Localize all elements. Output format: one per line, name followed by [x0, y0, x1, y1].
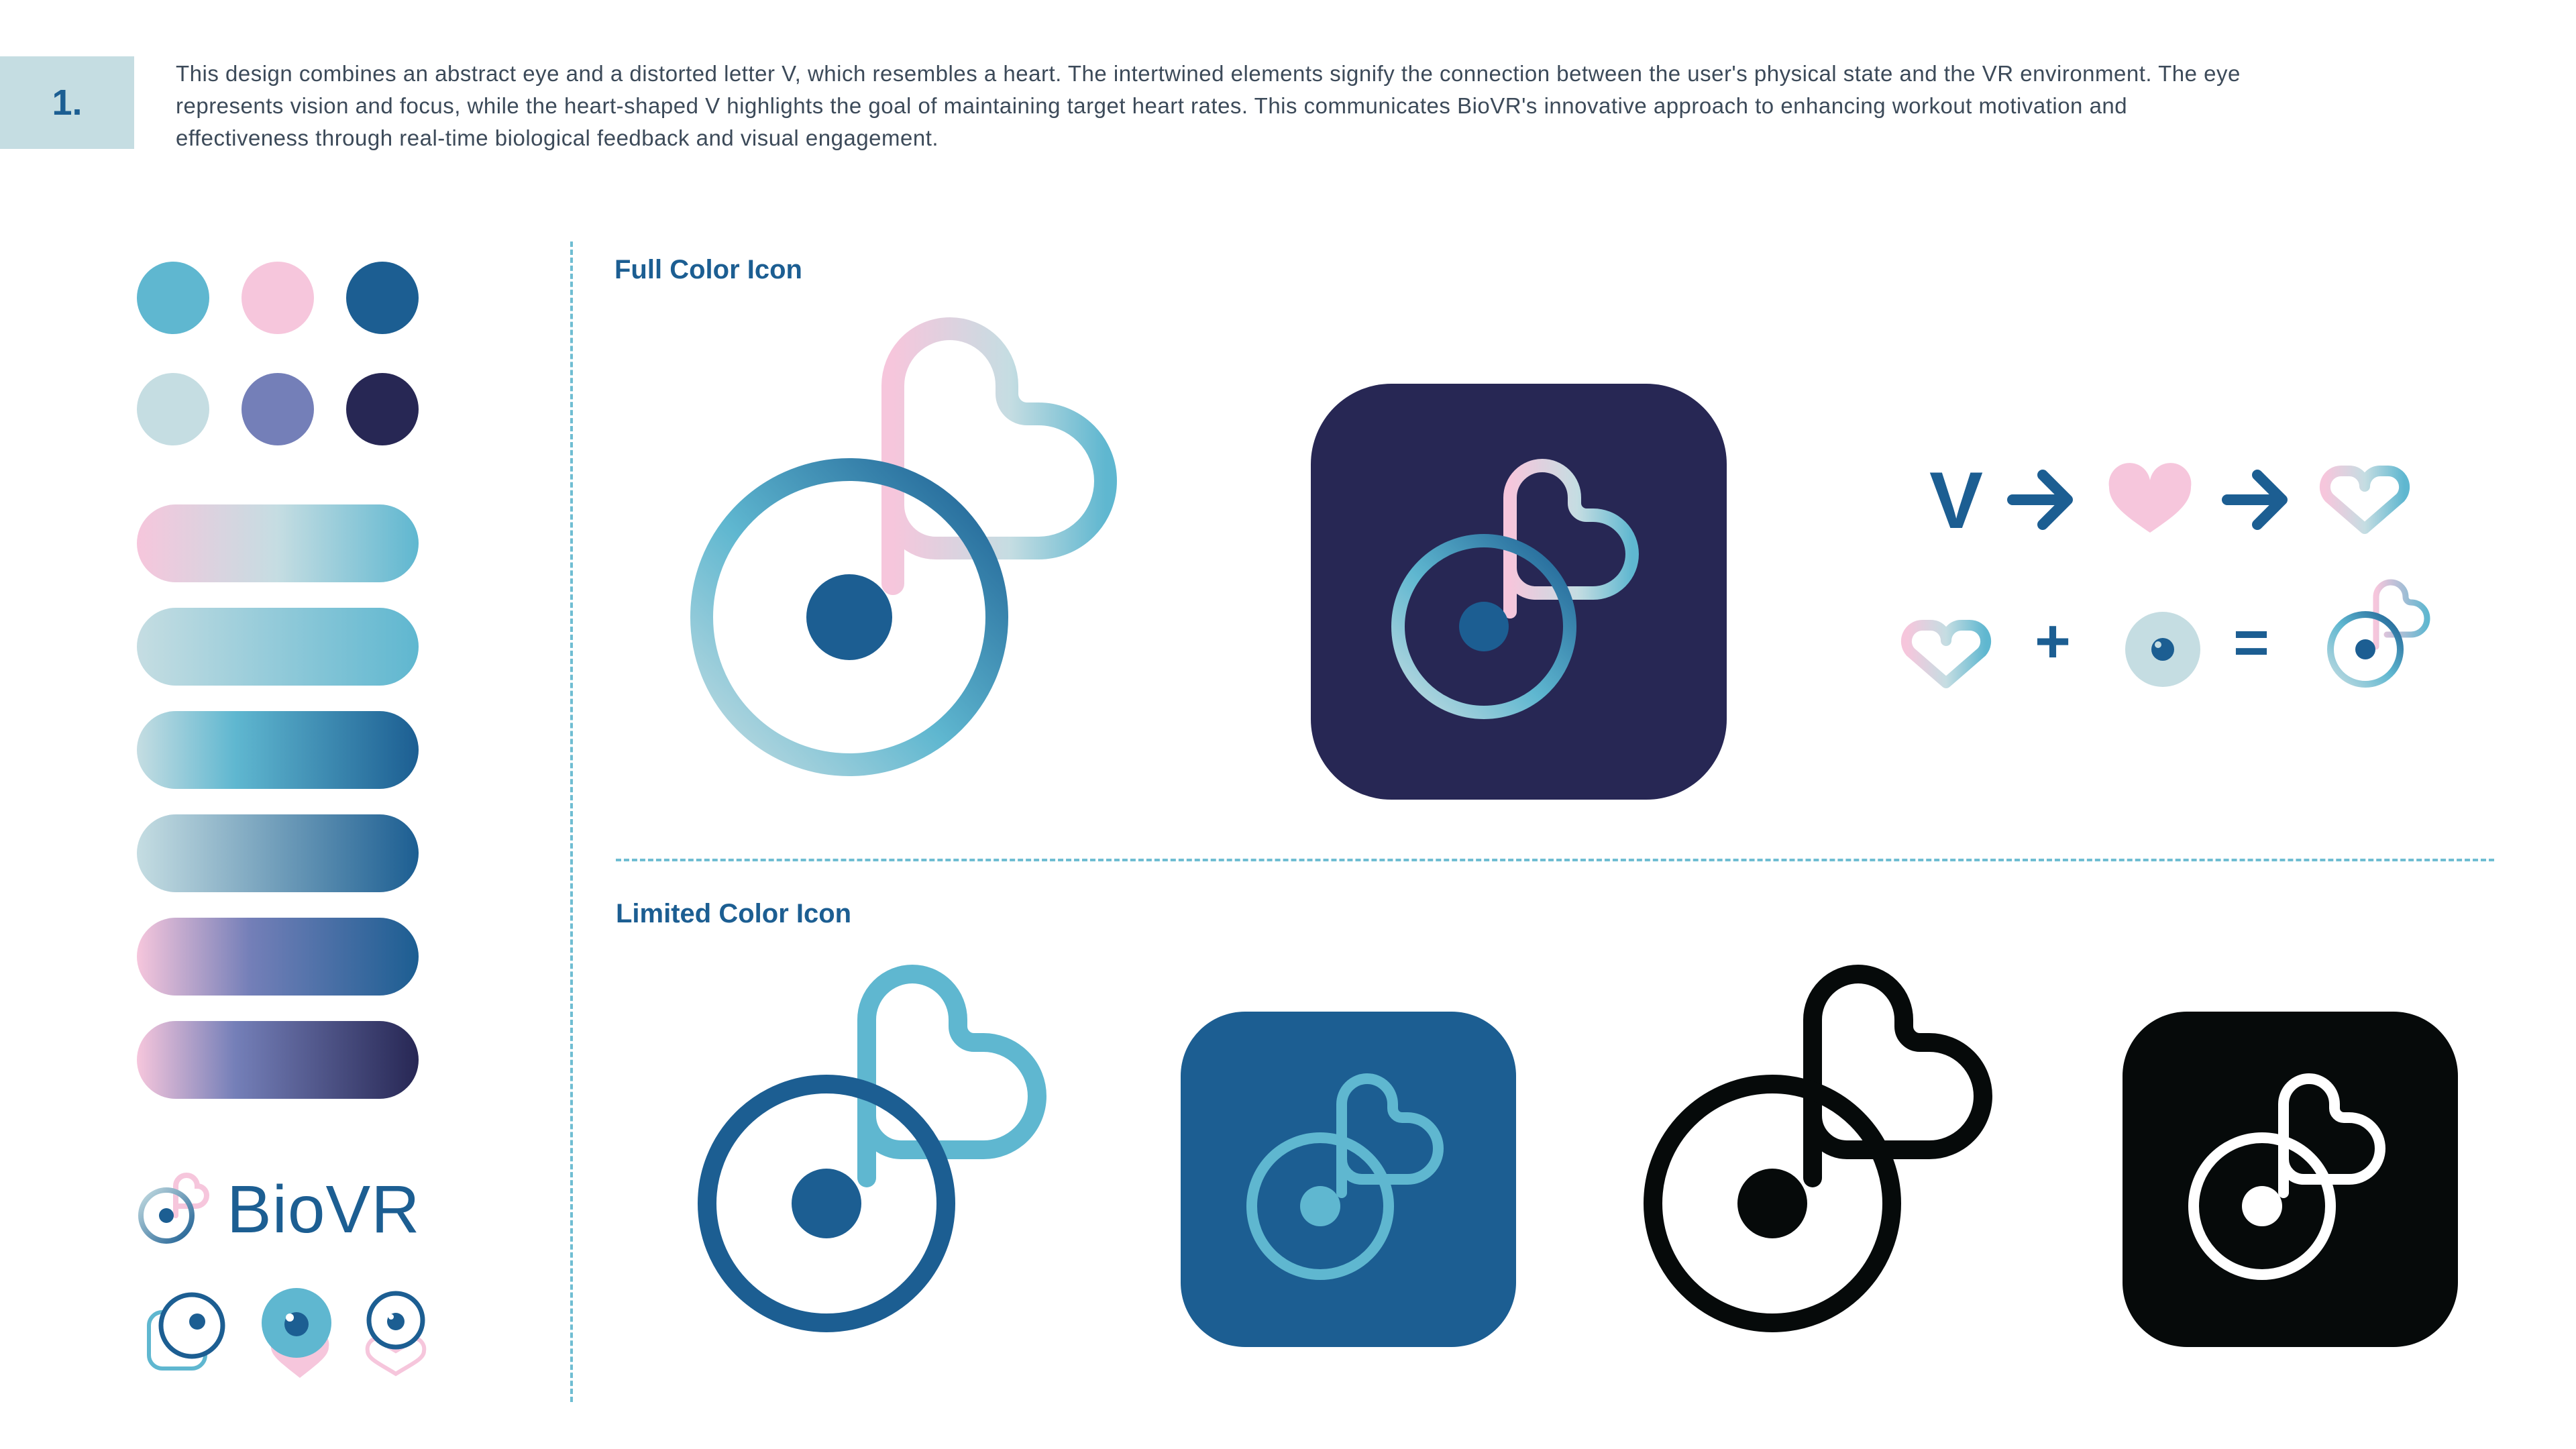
app-icon-variant-eye-heart — [262, 1288, 331, 1378]
plus-symbol: + — [2035, 607, 2071, 676]
limited-color-logo-blue — [698, 965, 1046, 1332]
color-swatch-light — [137, 373, 209, 445]
limited-color-app-icon-blue — [1181, 1012, 1516, 1347]
heart-outline-icon-2 — [1900, 619, 1992, 688]
result-logo-icon — [2327, 579, 2430, 688]
gradient-pill-4 — [137, 814, 419, 892]
gradient-pill-6 — [137, 1021, 419, 1099]
vertical-divider — [570, 241, 573, 1402]
limited-color-icon-label: Limited Color Icon — [616, 899, 852, 928]
full-color-app-icon — [1311, 384, 1727, 800]
limited-color-app-icon-black — [2123, 1012, 2458, 1347]
gradient-pill-3 — [137, 711, 419, 789]
color-swatch-blue — [346, 262, 419, 334]
color-swatch-cyan — [137, 262, 209, 334]
equals-symbol: = — [2233, 608, 2269, 677]
full-color-logo — [690, 317, 1117, 776]
gradient-pill-5 — [137, 918, 419, 996]
biovr-logo-icon — [138, 1173, 210, 1244]
limited-color-logo-black — [1644, 965, 1992, 1332]
step-badge: 1. — [0, 56, 134, 149]
heart-icon — [2108, 463, 2192, 533]
eye-icon — [2125, 612, 2200, 687]
app-icon-variant-eye-outline — [365, 1291, 427, 1377]
concept-letter-v: V — [1929, 455, 1984, 545]
color-swatch-pink — [241, 262, 314, 334]
design-description: This design combines an abstract eye and… — [176, 61, 2241, 150]
step-number: 1. — [52, 83, 83, 123]
arrow-right-icon — [2007, 470, 2073, 530]
color-swatch-periwinkle — [241, 373, 314, 445]
gradient-pill-2 — [137, 608, 419, 686]
gradient-pill-1 — [137, 504, 419, 582]
full-color-icon-label: Full Color Icon — [614, 255, 802, 284]
biovr-wordmark: BioVR — [227, 1172, 421, 1247]
arrow-right-icon-2 — [2222, 470, 2288, 530]
color-swatch-navy — [346, 373, 419, 445]
app-icon-variant-outline — [147, 1292, 225, 1371]
horizontal-divider — [616, 859, 2494, 861]
heart-outline-icon — [2319, 465, 2410, 534]
